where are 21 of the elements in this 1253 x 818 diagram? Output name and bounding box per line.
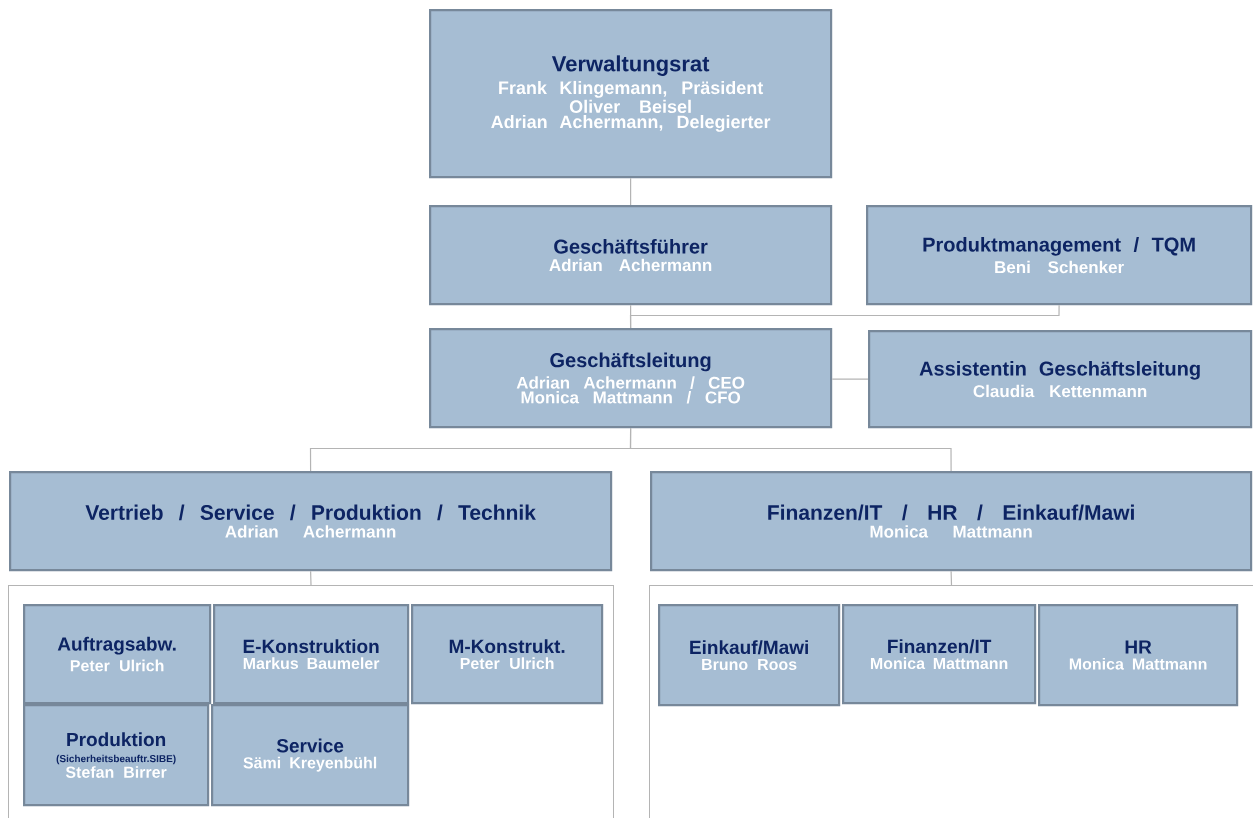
org-box: Vertrieb / Service / Produktion / Technik Adrian Achermann	[9, 471, 613, 572]
org-box: Geschäftsleitung Adrian Achermann / CEO Monica Mattmann / CFO	[429, 328, 833, 429]
connector-line	[831, 378, 869, 380]
connector-line	[629, 427, 952, 472]
org-box: E-Konstruktion Markus Baumeler	[213, 604, 410, 705]
org-box: Assistentin Geschäftsleitung Claudia Kettenmann	[868, 330, 1253, 429]
org-box: Produktmanagement / TQM Beni Schenker	[866, 205, 1253, 306]
org-box: Finanzen/IT Monica Mattmann	[842, 604, 1037, 705]
org-box: Finanzen/IT / HR / Einkauf/Mawi Monica Mattmann	[650, 471, 1253, 572]
org-box: Geschäftsführer Adrian Achermann	[429, 205, 833, 306]
org-box: Auftragsabw. Peter Ulrich	[23, 604, 212, 705]
connector-line	[630, 177, 632, 206]
org-box: M-Konstrukt. Peter Ulrich	[411, 604, 604, 705]
connector-line	[310, 570, 312, 586]
org-box: HR Monica Mattmann	[1038, 604, 1239, 707]
connector-line	[950, 570, 953, 586]
org-box: Produktion (Sicherheitsbeauftr.SIBE) Stefan Birrer	[23, 704, 210, 807]
org-box: Einkauf/Mawi Bruno Roos	[658, 604, 841, 707]
connector-line	[629, 304, 1060, 329]
org-box: Verwaltungsrat Frank Klingemann, Präsident Oliver Beisel Adrian Achermann, Delegierter	[429, 9, 833, 179]
org-box: Service Sämi Kreyenbühl	[211, 704, 410, 807]
